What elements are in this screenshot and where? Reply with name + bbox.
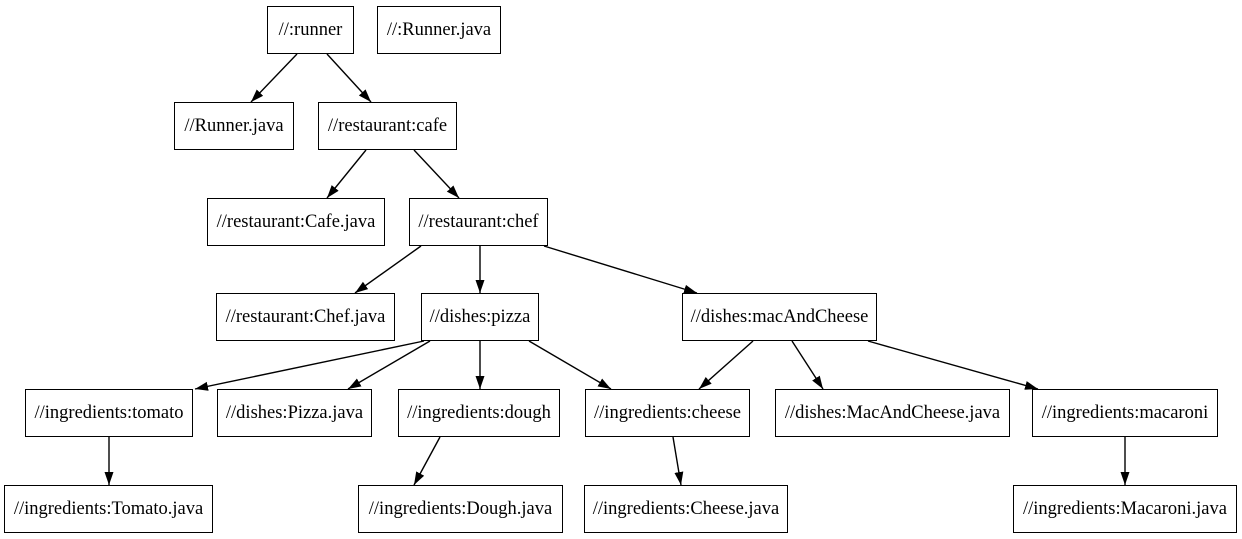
graph-node-label: //ingredients:Cheese.java	[592, 498, 780, 519]
graph-node-label: //ingredients:cheese	[594, 402, 741, 423]
graph-node-pizza-java: //dishes:Pizza.java	[217, 389, 372, 437]
graph-node-pizza: //dishes:pizza	[421, 293, 539, 341]
graph-node-label: //dishes:MacAndCheese.java	[784, 402, 1001, 423]
graph-node-cheese-java: //ingredients:Cheese.java	[584, 485, 788, 533]
graph-node-label: //ingredients:dough	[407, 402, 551, 423]
graph-node-chef: //restaurant:chef	[409, 198, 548, 246]
graph-node-tomato: //ingredients:tomato	[25, 389, 193, 437]
graph-node-label: //restaurant:cafe	[327, 115, 448, 136]
graph-node-dough: //ingredients:dough	[398, 389, 560, 437]
graph-node-macaroni-java: //ingredients:Macaroni.java	[1013, 485, 1237, 533]
graph-node-label: //restaurant:Cafe.java	[216, 211, 376, 232]
graph-node-label: //ingredients:Tomato.java	[13, 498, 204, 519]
graph-node-macaroni: //ingredients:macaroni	[1032, 389, 1218, 437]
graph-node-label: //dishes:Pizza.java	[225, 402, 364, 423]
graph-node-runner-java: //Runner.java	[174, 102, 294, 150]
graph-node-cafe-java: //restaurant:Cafe.java	[207, 198, 385, 246]
graph-node-label: //dishes:pizza	[429, 306, 531, 327]
graph-node-tomato-java: //ingredients:Tomato.java	[4, 485, 213, 533]
graph-node-label: //dishes:macAndCheese	[690, 306, 869, 327]
graph-node-cheese: //ingredients:cheese	[585, 389, 750, 437]
graph-node-label: //ingredients:macaroni	[1041, 402, 1209, 423]
graph-node-label: //ingredients:Macaroni.java	[1023, 498, 1227, 519]
graph-node-label: //ingredients:tomato	[34, 402, 184, 423]
graph-node-label: //:runner	[278, 19, 343, 40]
graph-node-label: //Runner.java	[184, 115, 284, 136]
graph-node-label: //ingredients:Dough.java	[368, 498, 553, 519]
graph-node-runner-java-root: //:Runner.java	[377, 6, 501, 54]
graph-node-chef-java: //restaurant:Chef.java	[216, 293, 395, 341]
graph-node-label: //restaurant:chef	[418, 211, 539, 232]
graph-node-runner: //:runner	[267, 6, 354, 54]
graph-node-cafe: //restaurant:cafe	[318, 102, 457, 150]
graph-node-label: //restaurant:Chef.java	[225, 306, 386, 327]
graph-node-mac-and-cheese-java: //dishes:MacAndCheese.java	[775, 389, 1010, 437]
graph-node-dough-java: //ingredients:Dough.java	[358, 485, 563, 533]
graph-node-mac-and-cheese: //dishes:macAndCheese	[682, 293, 877, 341]
graph-node-label: //:Runner.java	[386, 19, 492, 40]
